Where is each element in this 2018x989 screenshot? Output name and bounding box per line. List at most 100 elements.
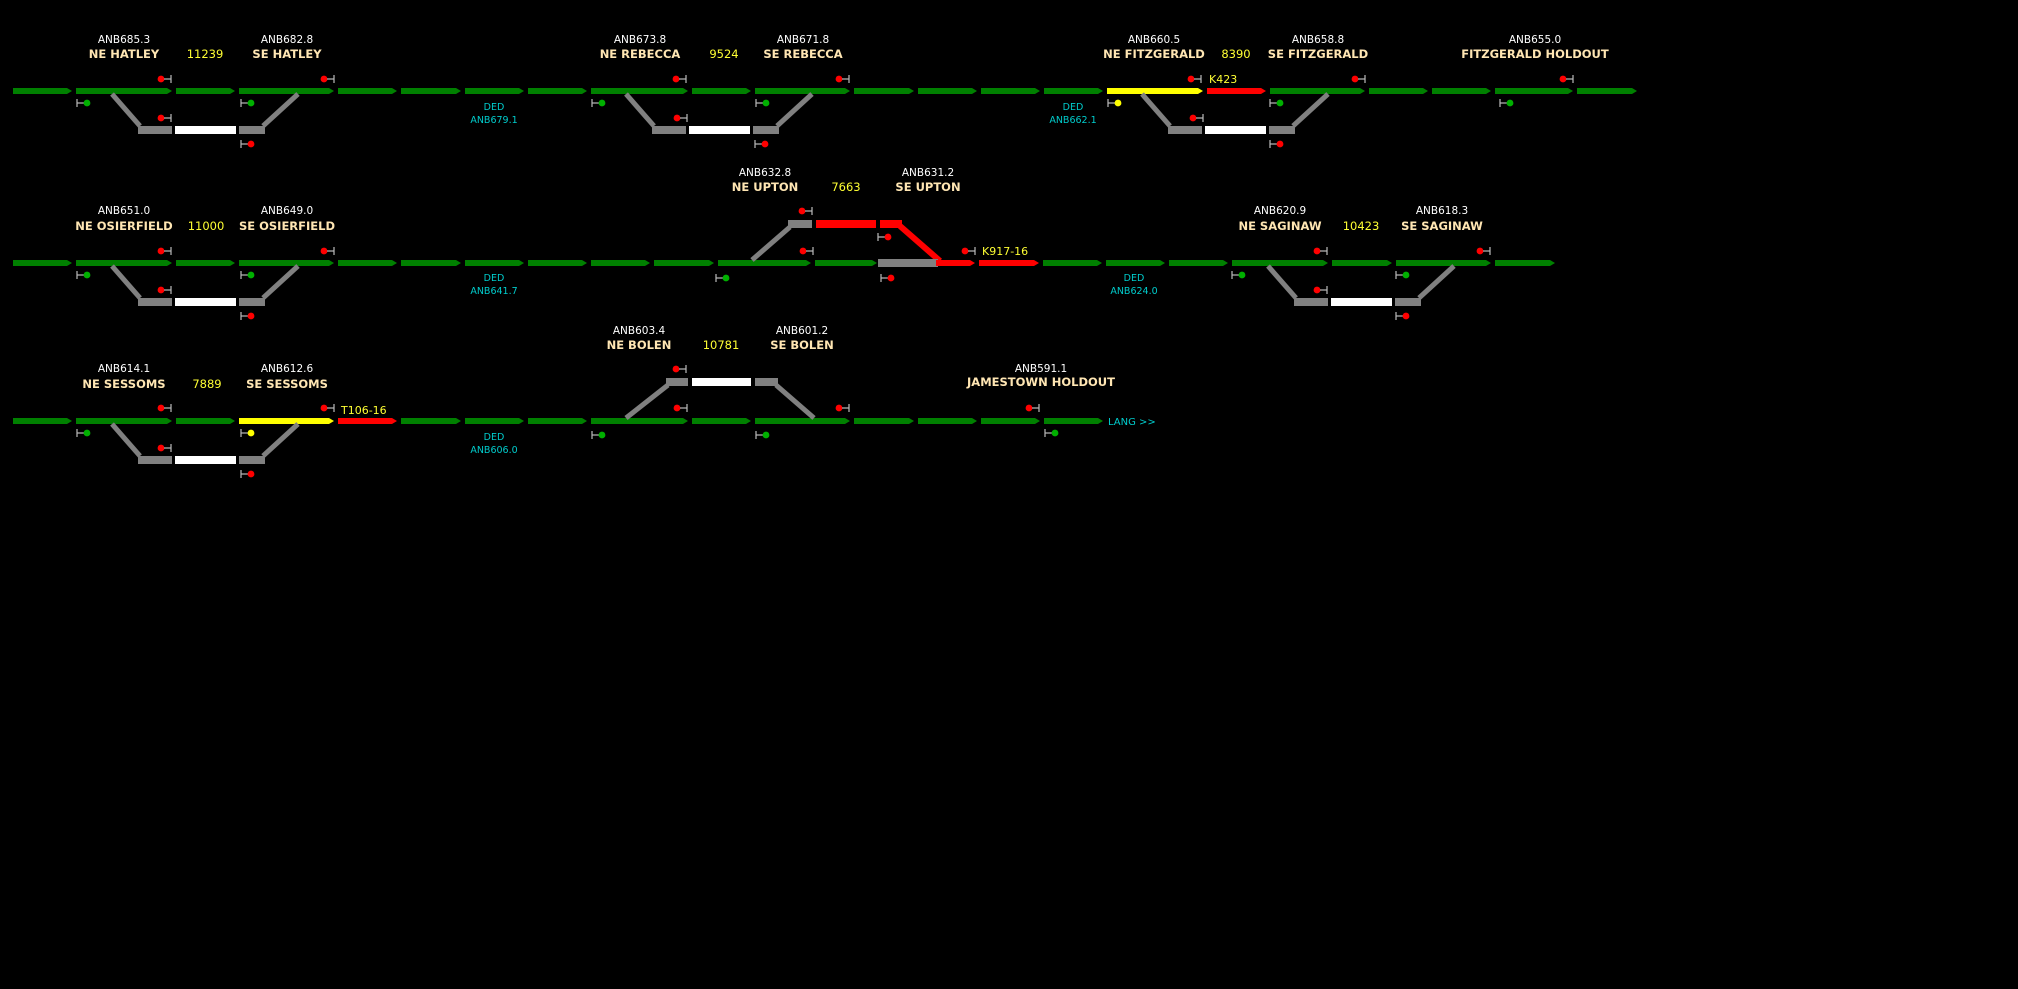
track-block[interactable]	[936, 260, 975, 266]
track-block[interactable]	[1432, 88, 1491, 94]
signal[interactable]	[1499, 99, 1514, 107]
ne-saginaw-label[interactable]: NE SAGINAW	[1238, 219, 1321, 233]
signal[interactable]	[1189, 114, 1204, 122]
signal[interactable]	[1351, 75, 1366, 83]
osierfield-siding-track[interactable]	[175, 298, 236, 306]
track-block[interactable]	[239, 88, 334, 94]
signal[interactable]	[1107, 99, 1122, 107]
signal[interactable]	[320, 247, 335, 255]
signal[interactable]	[1231, 271, 1246, 279]
train-symbol-t106-16[interactable]: T106-16	[340, 404, 387, 417]
signal[interactable]	[591, 431, 606, 439]
signal[interactable]	[320, 404, 335, 412]
track-block[interactable]	[1169, 260, 1228, 266]
upton-se-switch-track[interactable]	[880, 220, 902, 228]
fitzgerald-se-switch-track[interactable]	[1269, 126, 1295, 134]
ne-osierfield-label[interactable]: NE OSIERFIELD	[75, 219, 172, 233]
track-block[interactable]	[981, 88, 1040, 94]
jamestown-holdout-label[interactable]: JAMESTOWN HOLDOUT	[966, 375, 1115, 389]
track-block[interactable]	[465, 418, 524, 424]
track-block[interactable]	[981, 418, 1040, 424]
track-block[interactable]	[176, 418, 235, 424]
rebecca-se-switch-track[interactable]	[753, 126, 779, 134]
signal[interactable]	[673, 114, 688, 122]
osierfield-se-switch-track[interactable]	[239, 298, 265, 306]
signal[interactable]	[157, 444, 172, 452]
signal[interactable]	[1025, 404, 1040, 412]
track-block[interactable]	[528, 418, 587, 424]
signal[interactable]	[76, 429, 91, 437]
track-block[interactable]	[1044, 88, 1103, 94]
signal[interactable]	[240, 99, 255, 107]
se-saginaw-label[interactable]: SE SAGINAW	[1401, 219, 1483, 233]
ne-bolen-label[interactable]: NE BOLEN	[607, 338, 672, 352]
upton-siding-track[interactable]	[816, 220, 876, 228]
track-block[interactable]	[1106, 260, 1165, 266]
signal[interactable]	[240, 271, 255, 279]
signal[interactable]	[673, 404, 688, 412]
bolen-ne-switch-track[interactable]	[666, 378, 688, 386]
track-block[interactable]	[815, 260, 877, 266]
signal[interactable]	[1313, 286, 1328, 294]
track-block[interactable]	[13, 260, 72, 266]
signal[interactable]	[672, 75, 687, 83]
track-block[interactable]	[1044, 418, 1103, 424]
hatley-se-switch-track[interactable]	[239, 126, 265, 134]
track-block[interactable]	[1495, 260, 1555, 266]
signal[interactable]	[240, 140, 255, 148]
saginaw-se-switch-track[interactable]	[1395, 298, 1421, 306]
signal[interactable]	[157, 404, 172, 412]
hatley-ne-switch-track[interactable]	[138, 126, 172, 134]
ne-sessoms-label[interactable]: NE SESSOMS	[82, 377, 165, 391]
signal[interactable]	[715, 274, 730, 282]
osierfield-ne-switch-track[interactable]	[138, 298, 172, 306]
signal[interactable]	[1044, 429, 1059, 437]
signal[interactable]	[880, 274, 895, 282]
track-block[interactable]	[979, 260, 1039, 266]
se-upton-label[interactable]: SE UPTON	[895, 180, 960, 194]
track-block[interactable]	[1396, 260, 1491, 266]
se-osierfield-label[interactable]: SE OSIERFIELD	[239, 219, 335, 233]
signal[interactable]	[754, 140, 769, 148]
sessoms-se-switch-track[interactable]	[239, 456, 265, 464]
train-symbol-k423[interactable]: K423	[1209, 73, 1237, 86]
train-symbol-k917-16[interactable]: K917-16	[982, 245, 1028, 258]
signal[interactable]	[240, 429, 255, 437]
track-block[interactable]	[755, 88, 850, 94]
signal[interactable]	[961, 247, 976, 255]
fitzgerald-ne-switch-track[interactable]	[1168, 126, 1202, 134]
signal[interactable]	[1395, 271, 1410, 279]
track-block[interactable]	[718, 260, 811, 266]
track-block[interactable]	[1043, 260, 1102, 266]
sessoms-ne-switch-track[interactable]	[138, 456, 172, 464]
track-block[interactable]	[401, 260, 461, 266]
signal[interactable]	[1313, 247, 1328, 255]
signal[interactable]	[798, 207, 813, 215]
signal[interactable]	[240, 312, 255, 320]
sessoms-siding-track[interactable]	[175, 456, 236, 464]
signal[interactable]	[76, 271, 91, 279]
track-block[interactable]	[76, 260, 172, 266]
track-block[interactable]	[528, 260, 587, 266]
track-block[interactable]	[338, 260, 397, 266]
track-block[interactable]	[239, 260, 334, 266]
upton-ne-switch-track[interactable]	[788, 220, 812, 228]
track-block[interactable]	[1495, 88, 1573, 94]
track-block[interactable]	[918, 418, 977, 424]
track-block[interactable]	[239, 418, 334, 424]
track-block[interactable]	[1332, 260, 1392, 266]
track-block[interactable]	[338, 418, 397, 424]
fitzgerald-holdout-label[interactable]: FITZGERALD HOLDOUT	[1461, 47, 1609, 61]
track-block[interactable]	[591, 88, 688, 94]
signal[interactable]	[157, 247, 172, 255]
se-hatley-label[interactable]: SE HATLEY	[252, 47, 322, 61]
track-block[interactable]	[654, 260, 714, 266]
signal[interactable]	[1269, 99, 1284, 107]
signal[interactable]	[755, 431, 770, 439]
track-block[interactable]	[591, 418, 688, 424]
signal[interactable]	[672, 365, 687, 373]
track-block[interactable]	[401, 418, 461, 424]
signal[interactable]	[157, 114, 172, 122]
upton-main-switch-track[interactable]	[878, 259, 938, 267]
signal[interactable]	[1476, 247, 1491, 255]
